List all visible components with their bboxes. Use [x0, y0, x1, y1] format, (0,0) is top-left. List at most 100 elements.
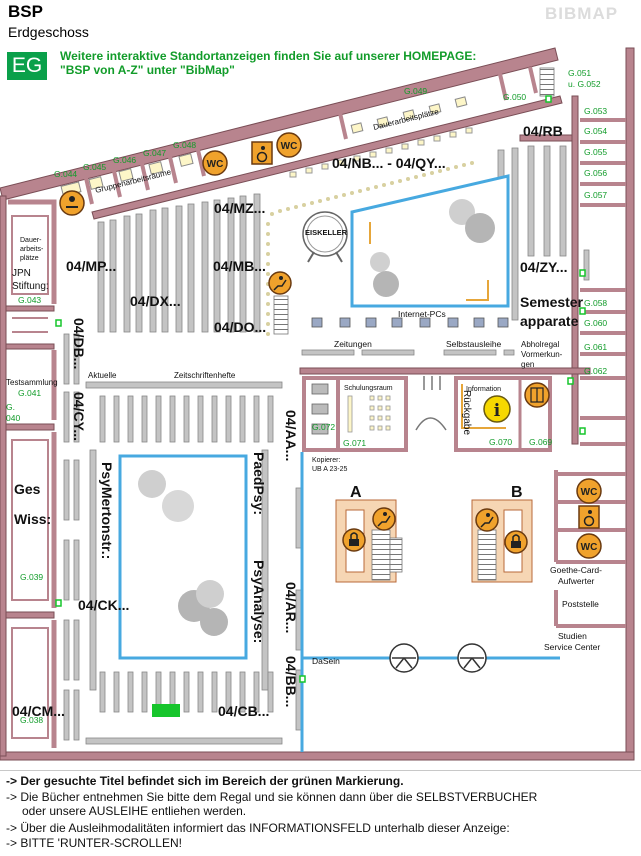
room-g056: G.056: [584, 168, 607, 178]
label-stair-a: A: [350, 484, 362, 501]
west-room-divider-4: [5, 305, 55, 312]
room-g040-b: 040: [6, 413, 20, 423]
mid-wall: [299, 367, 591, 375]
footer-instructions: -> Der gesuchte Titel befindet sich im B…: [0, 766, 641, 856]
entrance: [415, 376, 447, 431]
label-service-center: Service Center: [544, 642, 600, 652]
building-walls: [0, 47, 635, 761]
shelf-label-zy: 04/ZY...: [520, 259, 567, 275]
wc-label-3: WC: [581, 487, 598, 498]
footer-divider: [0, 770, 641, 771]
shelf-label-do: 04/DO...: [214, 319, 266, 335]
page-title: BSP: [8, 2, 43, 21]
room-g072: G.072: [312, 422, 335, 432]
room-g047: G.047: [143, 148, 166, 158]
shelf-label-aa: 04/AA...: [283, 410, 299, 461]
room-g041: G.041: [18, 388, 41, 398]
label-zeitschriftenhefte: Zeitschriftenhefte: [174, 371, 236, 380]
homepage-notice[interactable]: Weitere interaktive Standortanzeigen fin…: [60, 49, 476, 77]
label-semester-2: apparate: [520, 313, 579, 329]
shelf-labels: 04/RB 04/NB... - 04/QY... 04/MZ... 04/MP…: [12, 123, 584, 719]
room-g061: G.061: [584, 342, 607, 352]
west-room-divider-2: [5, 611, 55, 619]
room-g046: G.046: [113, 155, 136, 165]
wc-label-4: WC: [581, 542, 598, 553]
room-g057: G.057: [584, 190, 607, 200]
label-zeitungen: Zeitungen: [334, 339, 372, 349]
label-aktuelle: Aktuelle: [88, 371, 117, 380]
floor-name: Erdgeschoss: [8, 24, 89, 40]
small-stairs: [273, 67, 555, 573]
label-dasein: DaSein: [312, 656, 340, 666]
room-g058: G.058: [584, 298, 607, 308]
room-g048: G.048: [173, 140, 196, 150]
schulungsraum: [302, 376, 408, 452]
label-studien: Studien: [558, 631, 587, 641]
wc-icon: WC: [276, 132, 302, 158]
periodical-racks: [301, 249, 590, 356]
homepage-notice-line1: Weitere interaktive Standortanzeigen fin…: [60, 49, 477, 63]
label-selbstausleihe: Selbstausleihe: [446, 339, 502, 349]
room-g043: G.043: [18, 295, 41, 305]
shelf-label-bb: 04/BB...: [283, 656, 299, 707]
label-kopierer-1: Kopierer:: [312, 457, 340, 464]
room-g069: G.069: [529, 437, 552, 447]
label-dauer-3: plätze: [20, 255, 39, 262]
baby-changing-icon: [59, 190, 85, 216]
label-dauer-1: Dauer-: [20, 237, 42, 244]
shelf-label-cb: 04/CB...: [218, 703, 269, 719]
wc-icon-3: WC: [576, 478, 602, 504]
east-rooms: [580, 118, 626, 446]
room-g050: G.050: [503, 92, 526, 102]
eiskeller: [302, 211, 348, 263]
wc-label-2: WC: [207, 159, 224, 170]
room-g044: G.044: [54, 169, 77, 179]
label-abholregal-1: Abholregal: [521, 340, 559, 349]
shelf-label-ar: 04/AR...: [283, 582, 299, 633]
turnstile-icon: [389, 643, 419, 673]
shelf-label-mz: 04/MZ...: [214, 200, 265, 216]
footer-line-4: -> Über die Ausleihmodalitäten informier…: [6, 821, 510, 835]
label-paed-psy: PaedPsy:: [251, 452, 267, 515]
wheelchair-icon: [251, 141, 273, 165]
room-g038: G.038: [20, 715, 43, 725]
label-internet-pcs: Internet-PCs: [398, 309, 446, 319]
elevator-icon: [524, 382, 550, 408]
shelves-south-wing: [85, 381, 302, 745]
turnstile-icon-2: [457, 643, 487, 673]
room-g054: G.054: [584, 126, 607, 136]
label-jpn: JPN: [12, 268, 31, 279]
floor-plan-map: WC WC i: [0, 47, 635, 761]
footer-line-5: -> BITTE 'RUNTER-SCROLLEN!: [6, 836, 182, 850]
room-g053: G.053: [584, 106, 607, 116]
west-room-inner-lines: [11, 215, 49, 739]
wheelchair-icon-2: [578, 505, 600, 529]
reading-desks-north: [289, 127, 473, 178]
label-stiftung: Stiftung:: [12, 281, 49, 292]
room-g062: G.062: [584, 366, 607, 376]
west-rooms: [8, 199, 57, 748]
room-g060: G.060: [584, 318, 607, 328]
room-g070: G.070: [489, 437, 512, 447]
shelf-label-dx: 04/DX...: [130, 293, 181, 309]
room-g049: G.049: [404, 86, 427, 96]
stairs-person-icon-b: [475, 508, 499, 532]
west-room-divider-3: [5, 343, 55, 350]
label-poststelle: Poststelle: [562, 599, 599, 609]
homepage-notice-line2: "BSP von A-Z" unter "BibMap": [60, 63, 235, 77]
label-dauer-2: arbeits-: [20, 246, 44, 253]
label-abholregal-3: gen: [521, 360, 534, 369]
shelves-nw: [97, 193, 261, 333]
room-g055: G.055: [584, 147, 607, 157]
room-g040-a: G.: [6, 402, 15, 412]
target-shelf-highlight: [152, 704, 180, 717]
label-schulungsraum: Schulungsraum: [344, 385, 393, 392]
west-outer-wall: [0, 195, 7, 757]
label-information: Information: [466, 386, 501, 393]
east-inner-wall: [571, 95, 579, 445]
label-psy-merton: PsyMertonstr.:: [99, 462, 115, 559]
shelf-label-ck: 04/CK...: [78, 597, 129, 613]
footer-line-3: oder unsere AUSLEIHE entliehen werden.: [22, 804, 247, 818]
light-well-south: [118, 454, 248, 660]
wc-icon-4: WC: [576, 533, 602, 559]
